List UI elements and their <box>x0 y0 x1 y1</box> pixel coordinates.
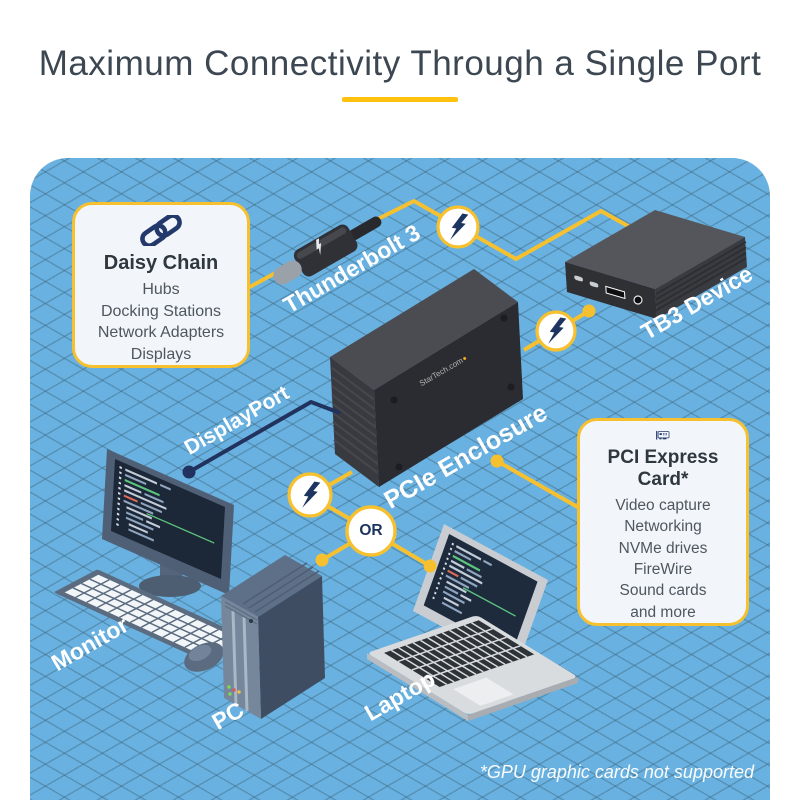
callout-heading: PCI Express Card* <box>607 446 719 490</box>
logo-dot <box>462 356 467 361</box>
callout-item: Video capture <box>615 496 711 514</box>
callout-heading: Daisy Chain <box>103 252 219 275</box>
chain-link-icon <box>140 215 182 247</box>
footnote: *GPU graphic cards not supported <box>479 762 754 782</box>
callout-item: NVMe drives <box>618 539 708 557</box>
callout-item: Network Adapters <box>97 324 225 342</box>
callout-item-list: Video capture Networking NVMe drives Fir… <box>615 495 710 623</box>
callout-item: FireWire <box>633 560 693 578</box>
callout-pci-express: PCI Express Card* Video capture Networki… <box>577 418 749 626</box>
callout-item: Networking <box>624 518 702 536</box>
callout-item: Hubs <box>142 281 180 299</box>
page-title: Maximum Connectivity Through a Single Po… <box>38 44 762 83</box>
label-or: OR <box>359 522 383 539</box>
callout-daisy-chain: Daisy Chain Hubs Docking Stations Networ… <box>72 202 250 368</box>
callout-item-list: Hubs Docking Stations Network Adapters D… <box>98 279 224 365</box>
callout-item: and more <box>630 603 696 621</box>
title-underline <box>342 97 458 102</box>
callout-item: Displays <box>130 345 192 363</box>
callout-item: Docking Stations <box>100 302 222 320</box>
callout-item: Sound cards <box>619 582 707 600</box>
pci-card-icon <box>656 431 670 440</box>
